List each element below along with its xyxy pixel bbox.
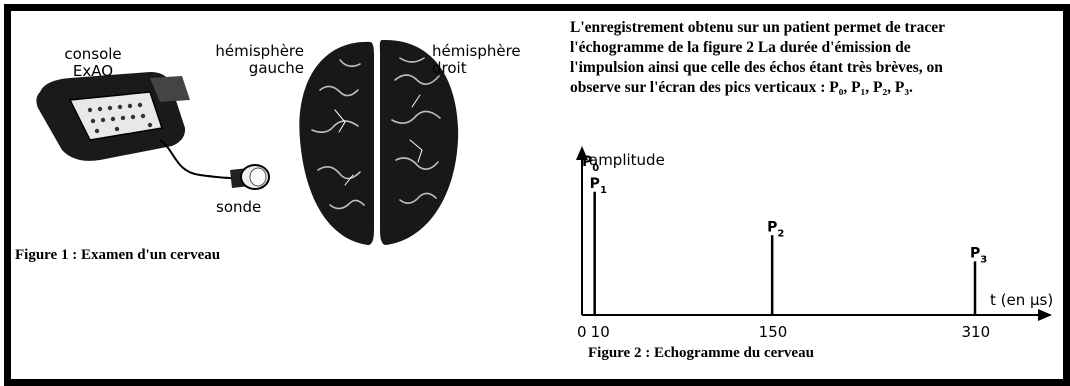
x-axis-arrow <box>1038 309 1052 321</box>
x-tick-label: 0 <box>577 323 587 341</box>
description-line: l'impulsion ainsi que celle des échos ét… <box>570 58 1050 78</box>
x-axis-label: t (en µs) <box>990 291 1053 309</box>
exao-text: ExAO <box>63 63 123 80</box>
peak-label-p3: P3 <box>970 245 987 265</box>
x-tick-label: 150 <box>759 323 788 341</box>
figure2-caption: Figure 2 : Echogramme du cerveau <box>588 345 814 362</box>
left-hemisphere-label: hémisphère gauche <box>208 43 304 77</box>
description-line: L'enregistrement obtenu sur un patient p… <box>570 18 1050 38</box>
description-paragraph: L'enregistrement obtenu sur un patient p… <box>570 18 1050 98</box>
probe-drawing <box>230 165 269 189</box>
peak-label-p2: P2 <box>767 219 784 239</box>
console-text: console <box>63 46 123 63</box>
description-line: l'échogramme de la figure 2 La durée d'é… <box>570 38 1050 58</box>
x-tick-label: 310 <box>962 323 991 341</box>
figure1-caption: Figure 1 : Examen d'un cerveau <box>15 247 220 264</box>
peak-label-p1: P1 <box>590 176 607 196</box>
left-hemisphere-text-2: gauche <box>208 60 304 77</box>
right-hemisphere-text-2: droit <box>432 60 521 77</box>
x-tick-label: 10 <box>591 323 610 341</box>
console-label: console ExAO <box>63 46 123 80</box>
right-hemisphere-text-1: hémisphère <box>432 43 521 60</box>
right-hemisphere-label: hémisphère droit <box>432 43 521 77</box>
probe-label: sonde <box>216 199 261 216</box>
y-axis-label: amplitude <box>589 151 665 169</box>
left-hemisphere-text-1: hémisphère <box>208 43 304 60</box>
description-line: observe sur l'écran des pics verticaux :… <box>570 78 1050 98</box>
